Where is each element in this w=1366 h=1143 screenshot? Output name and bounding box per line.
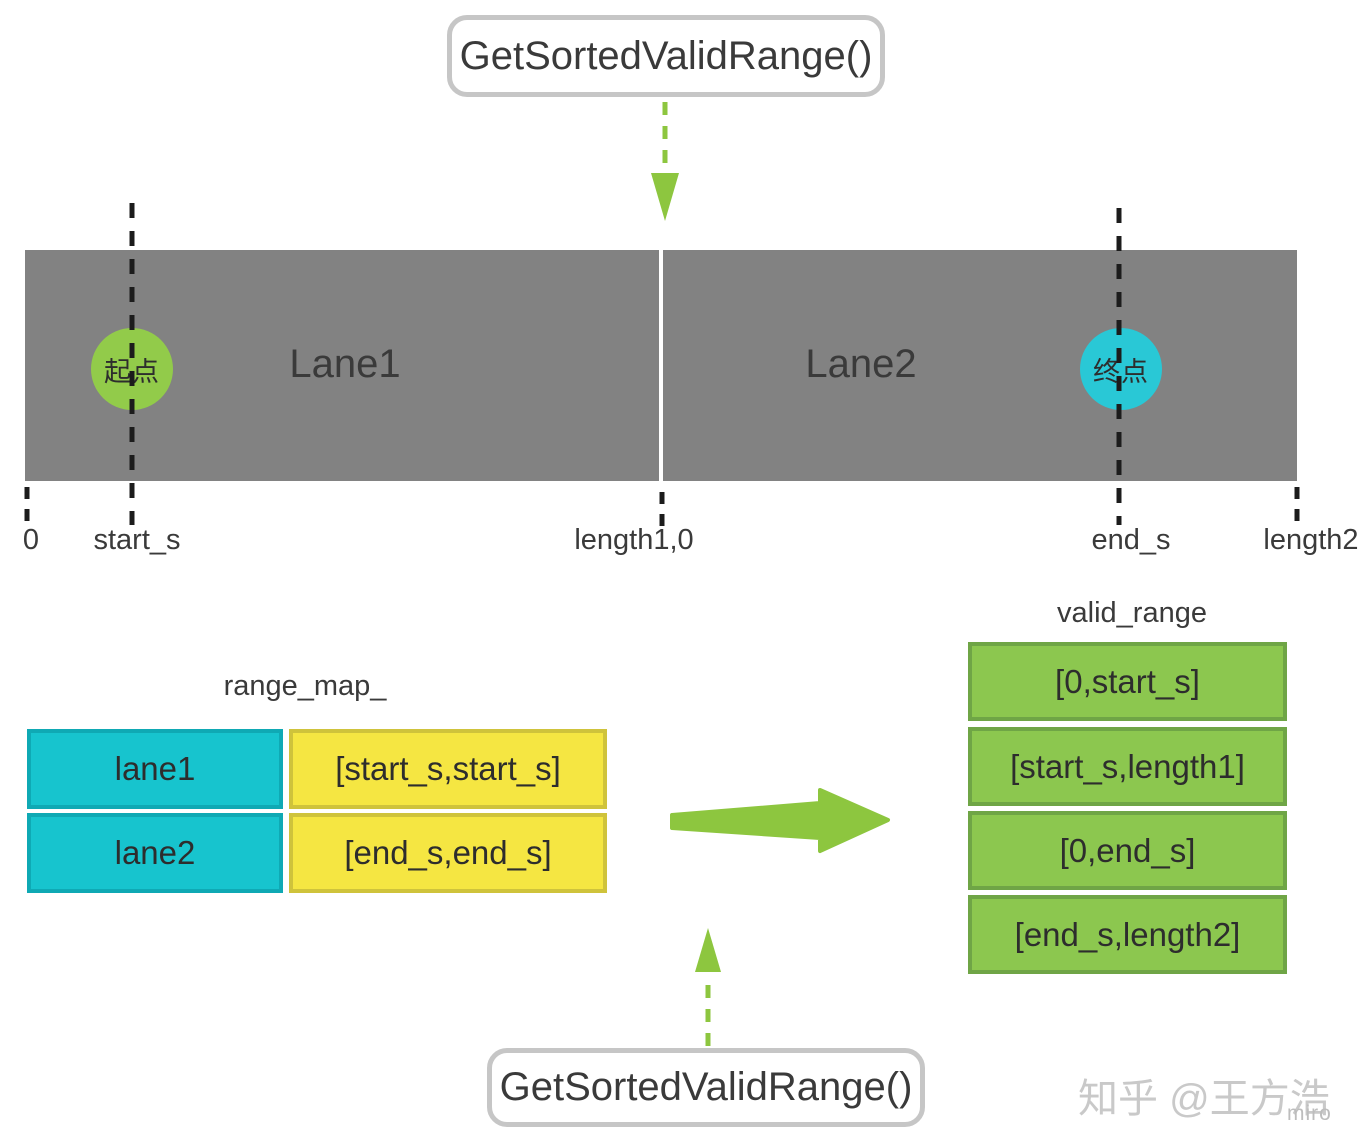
axis-label-start-s: start_s xyxy=(93,524,181,556)
axis-label-zero: 0 xyxy=(22,524,40,556)
axis-label-length2: length2 xyxy=(1263,524,1359,556)
axis-label-end-s: end_s xyxy=(1091,524,1171,556)
function-box-bottom-label: GetSortedValidRange() xyxy=(499,1065,913,1109)
valid-range-title: valid_range xyxy=(1057,597,1207,629)
lane1-label: Lane1 xyxy=(289,342,401,386)
valid-range-item-1: [0,start_s] xyxy=(968,642,1287,721)
lane2-label: Lane2 xyxy=(805,342,917,386)
range-map-row2-value: [end_s,end_s] xyxy=(289,813,607,893)
valid-range-item-2: [start_s,length1] xyxy=(968,727,1287,806)
range-map-row2-key: lane2 xyxy=(27,813,283,893)
lane-divider-line xyxy=(659,250,663,481)
start-point-marker: 起点 xyxy=(91,328,173,410)
road-bar: Lane1 Lane2 起点 终点 xyxy=(25,250,1297,481)
bottom-dashed-arrow-head-icon xyxy=(695,928,721,972)
valid-range-item-4: [end_s,length2] xyxy=(968,895,1287,974)
end-point-marker: 终点 xyxy=(1080,328,1162,410)
range-map-row1-key: lane1 xyxy=(27,729,283,809)
axis-label-length1-0: length1,0 xyxy=(574,524,694,556)
start-point-label: 起点 xyxy=(104,356,160,387)
watermark-miro-logo: miro xyxy=(1287,1102,1332,1125)
watermark-text: 知乎 @王方浩 xyxy=(1078,1077,1330,1121)
function-box-top: GetSortedValidRange() xyxy=(447,15,885,97)
range-map-title: range_map_ xyxy=(223,670,387,702)
end-point-label: 终点 xyxy=(1093,356,1149,387)
top-dashed-arrow-head-icon xyxy=(651,173,679,221)
function-box-top-label: GetSortedValidRange() xyxy=(459,33,873,78)
function-box-bottom: GetSortedValidRange() xyxy=(487,1048,925,1127)
valid-range-item-3: [0,end_s] xyxy=(968,811,1287,890)
range-map-row1-value: [start_s,start_s] xyxy=(289,729,607,809)
map-to-range-arrow-icon xyxy=(670,788,890,853)
